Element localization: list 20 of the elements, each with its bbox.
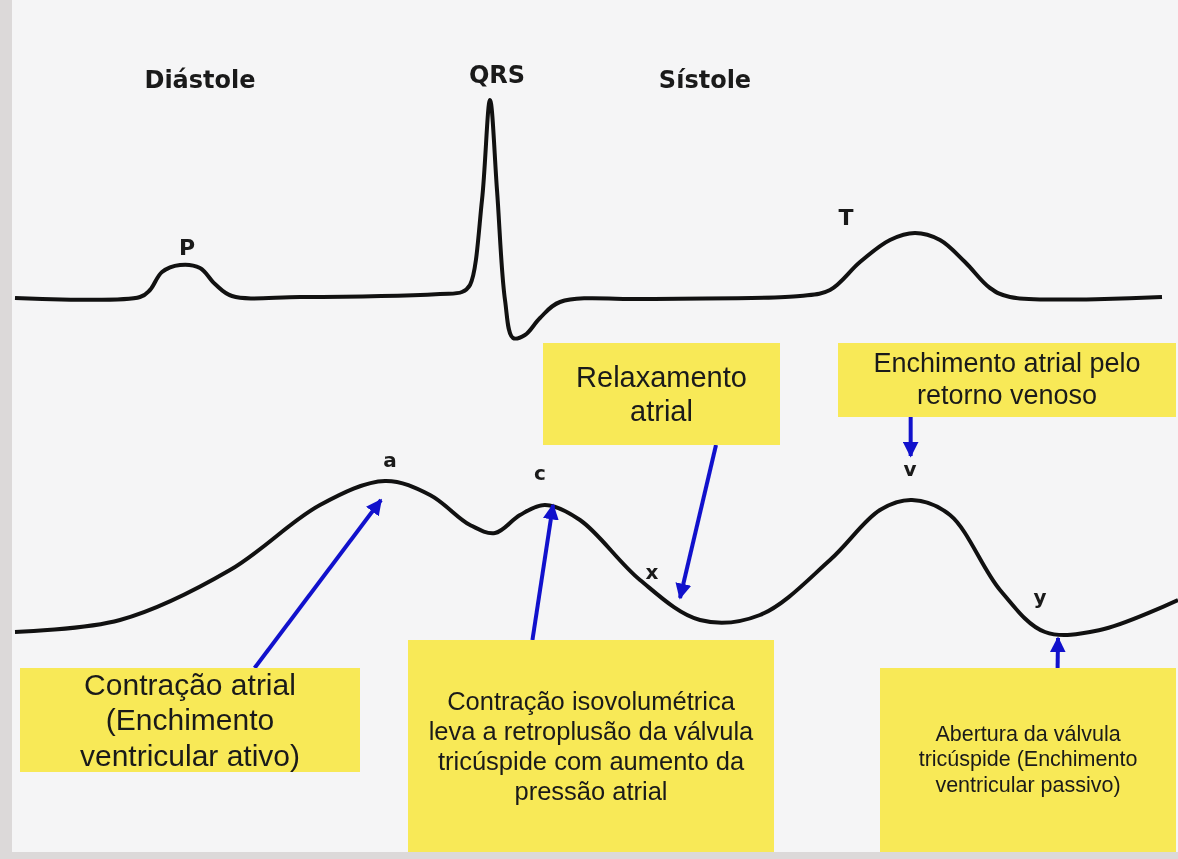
- callout-box: Contração atrial (Enchimento ventricular ativo): [20, 668, 360, 772]
- callout-box: Contração isovolumétrica leva a retroplusão da válvula tricúspide com aumento da pressão atrial: [408, 640, 774, 852]
- arrow: [253, 498, 383, 670]
- arrow: [675, 444, 718, 600]
- wave-label: a: [383, 448, 397, 472]
- wave-label: T: [838, 204, 854, 230]
- wave-label: c: [534, 461, 546, 485]
- phase-label: Diástole: [144, 66, 256, 94]
- wave-label: QRS: [468, 61, 526, 89]
- callout-box: Enchimento atrial pelo retorno venoso: [838, 343, 1176, 417]
- wave-label: y: [1033, 585, 1047, 609]
- wave-label: v: [898, 456, 922, 484]
- wave-label: x: [645, 560, 659, 584]
- arrow: [902, 417, 919, 458]
- phase-label: Sístole: [658, 66, 752, 94]
- arrow: [1049, 636, 1066, 669]
- callout-box: Relaxamento atrial: [543, 343, 780, 445]
- arrow: [530, 503, 559, 641]
- callout-box: Abertura da válvula tricúspide (Enchimento ventricular passivo): [880, 668, 1176, 852]
- wave-label: P: [178, 234, 196, 260]
